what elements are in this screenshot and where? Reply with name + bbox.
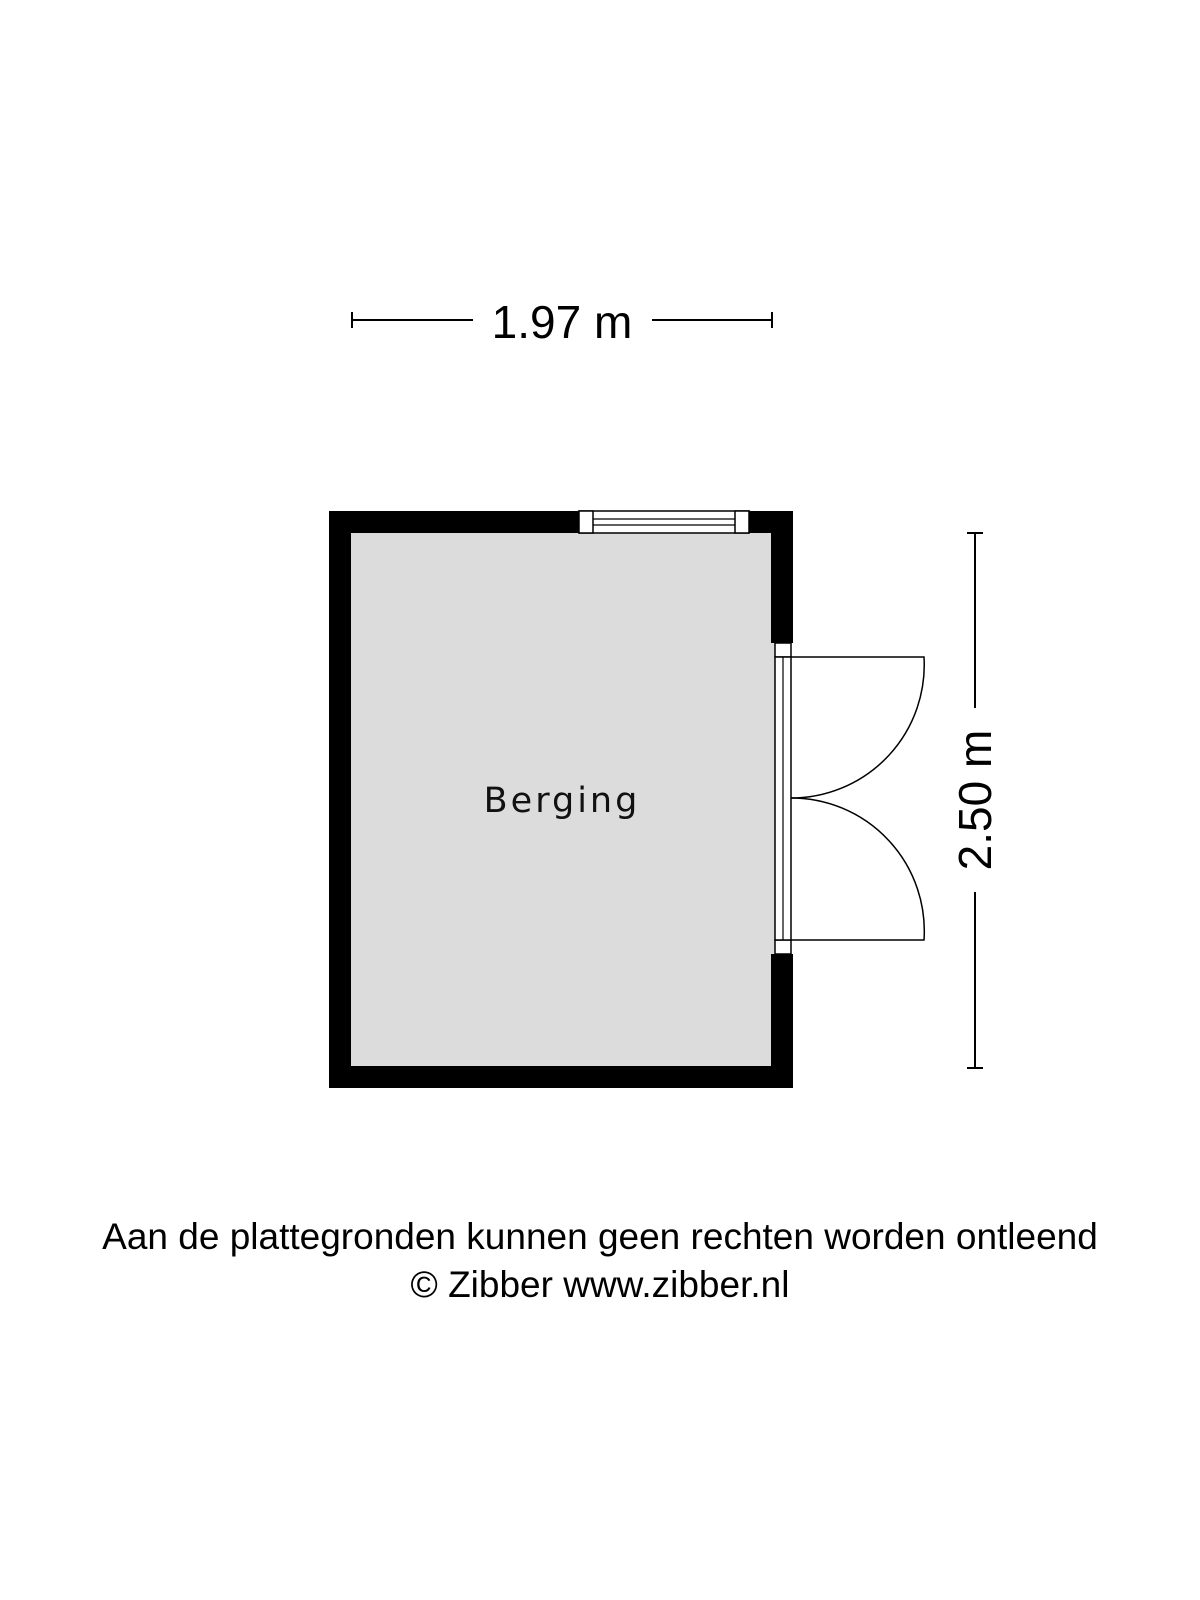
footer-copyright: © Zibber www.zibber.nl bbox=[410, 1264, 790, 1305]
window-frame bbox=[578, 510, 750, 534]
room-label: Berging bbox=[484, 781, 641, 821]
door-jamb-top bbox=[774, 642, 792, 658]
wall-right-lower bbox=[771, 954, 793, 1088]
width-dimension: 1.97 m bbox=[351, 296, 773, 348]
wall-bottom bbox=[329, 1066, 793, 1088]
window-jamb-right bbox=[734, 510, 750, 534]
window-jamb-left bbox=[578, 510, 594, 534]
wall-right-upper bbox=[771, 511, 793, 643]
door-leaf-upper bbox=[790, 656, 925, 799]
window bbox=[578, 510, 750, 534]
door-leaf-lower bbox=[790, 797, 926, 941]
height-dimension-label: 2.50 m bbox=[949, 730, 1001, 871]
room-floor bbox=[340, 522, 786, 1075]
wall-left bbox=[329, 511, 351, 1088]
height-dimension: 2.50 m bbox=[949, 532, 1001, 1069]
width-dimension-label: 1.97 m bbox=[492, 296, 633, 348]
walls bbox=[329, 511, 793, 1088]
door-jamb-bottom bbox=[774, 939, 792, 955]
double-door bbox=[774, 642, 926, 955]
footer-disclaimer: Aan de plattegronden kunnen geen rechten… bbox=[102, 1216, 1098, 1257]
wall-top-left bbox=[329, 511, 579, 533]
